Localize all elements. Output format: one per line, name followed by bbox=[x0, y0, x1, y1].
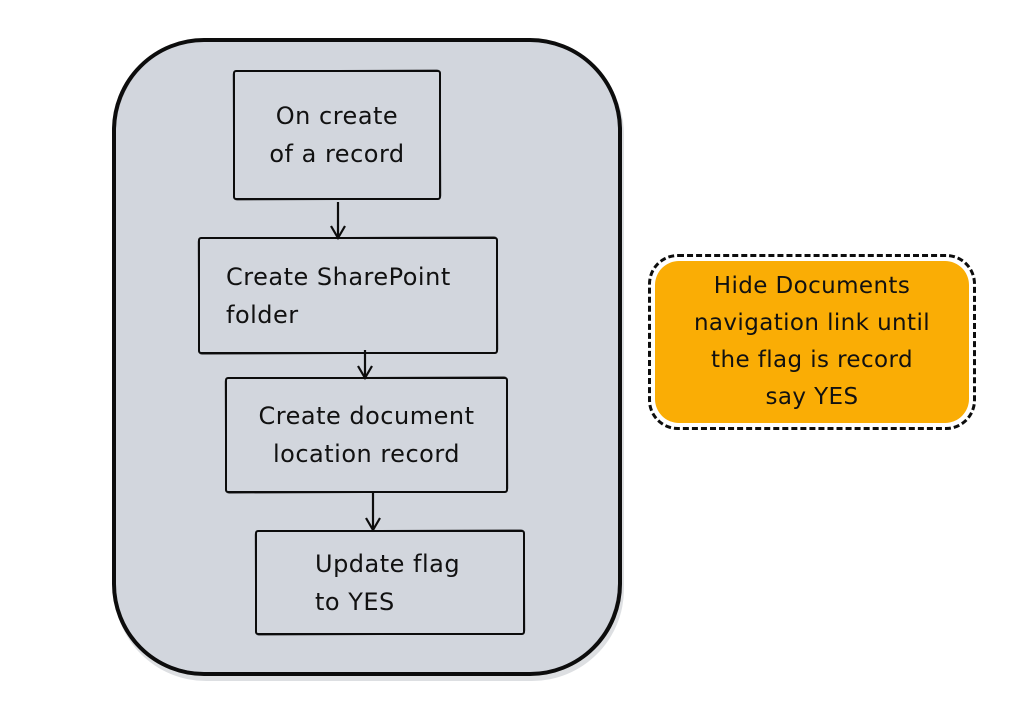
sticky-note-body: Hide Documents navigation link until the… bbox=[655, 261, 969, 423]
flow-arrow-1[interactable] bbox=[328, 202, 348, 241]
node-label-line: location record bbox=[272, 440, 461, 468]
note-text-line: say YES bbox=[765, 384, 859, 410]
flow-node-create-sharepoint-folder[interactable]: Create SharePoint folder bbox=[198, 237, 498, 354]
flow-node-on-create-of-a-record[interactable]: On create of a record bbox=[233, 70, 441, 200]
node-label-line: On create bbox=[275, 102, 399, 130]
note-text-line: navigation link until bbox=[693, 310, 931, 336]
flow-node-update-flag-to-yes[interactable]: Update flag to YES bbox=[255, 530, 525, 635]
node-label-line: to YES bbox=[315, 587, 395, 616]
node-label-line: Create SharePoint bbox=[226, 262, 451, 291]
note-text-line: the flag is record bbox=[711, 347, 913, 373]
node-label-line: of a record bbox=[269, 140, 405, 168]
node-label-line: Create document bbox=[258, 402, 475, 430]
flow-arrow-2[interactable] bbox=[355, 350, 375, 381]
sticky-note[interactable]: Hide Documents navigation link until the… bbox=[648, 254, 976, 430]
flow-arrow-3[interactable] bbox=[363, 491, 383, 533]
node-label-line: Update flag bbox=[315, 549, 461, 578]
note-text-line: Hide Documents bbox=[713, 273, 911, 299]
flow-node-create-document-location-record[interactable]: Create document location record bbox=[225, 377, 508, 493]
node-label-line: folder bbox=[226, 300, 299, 329]
